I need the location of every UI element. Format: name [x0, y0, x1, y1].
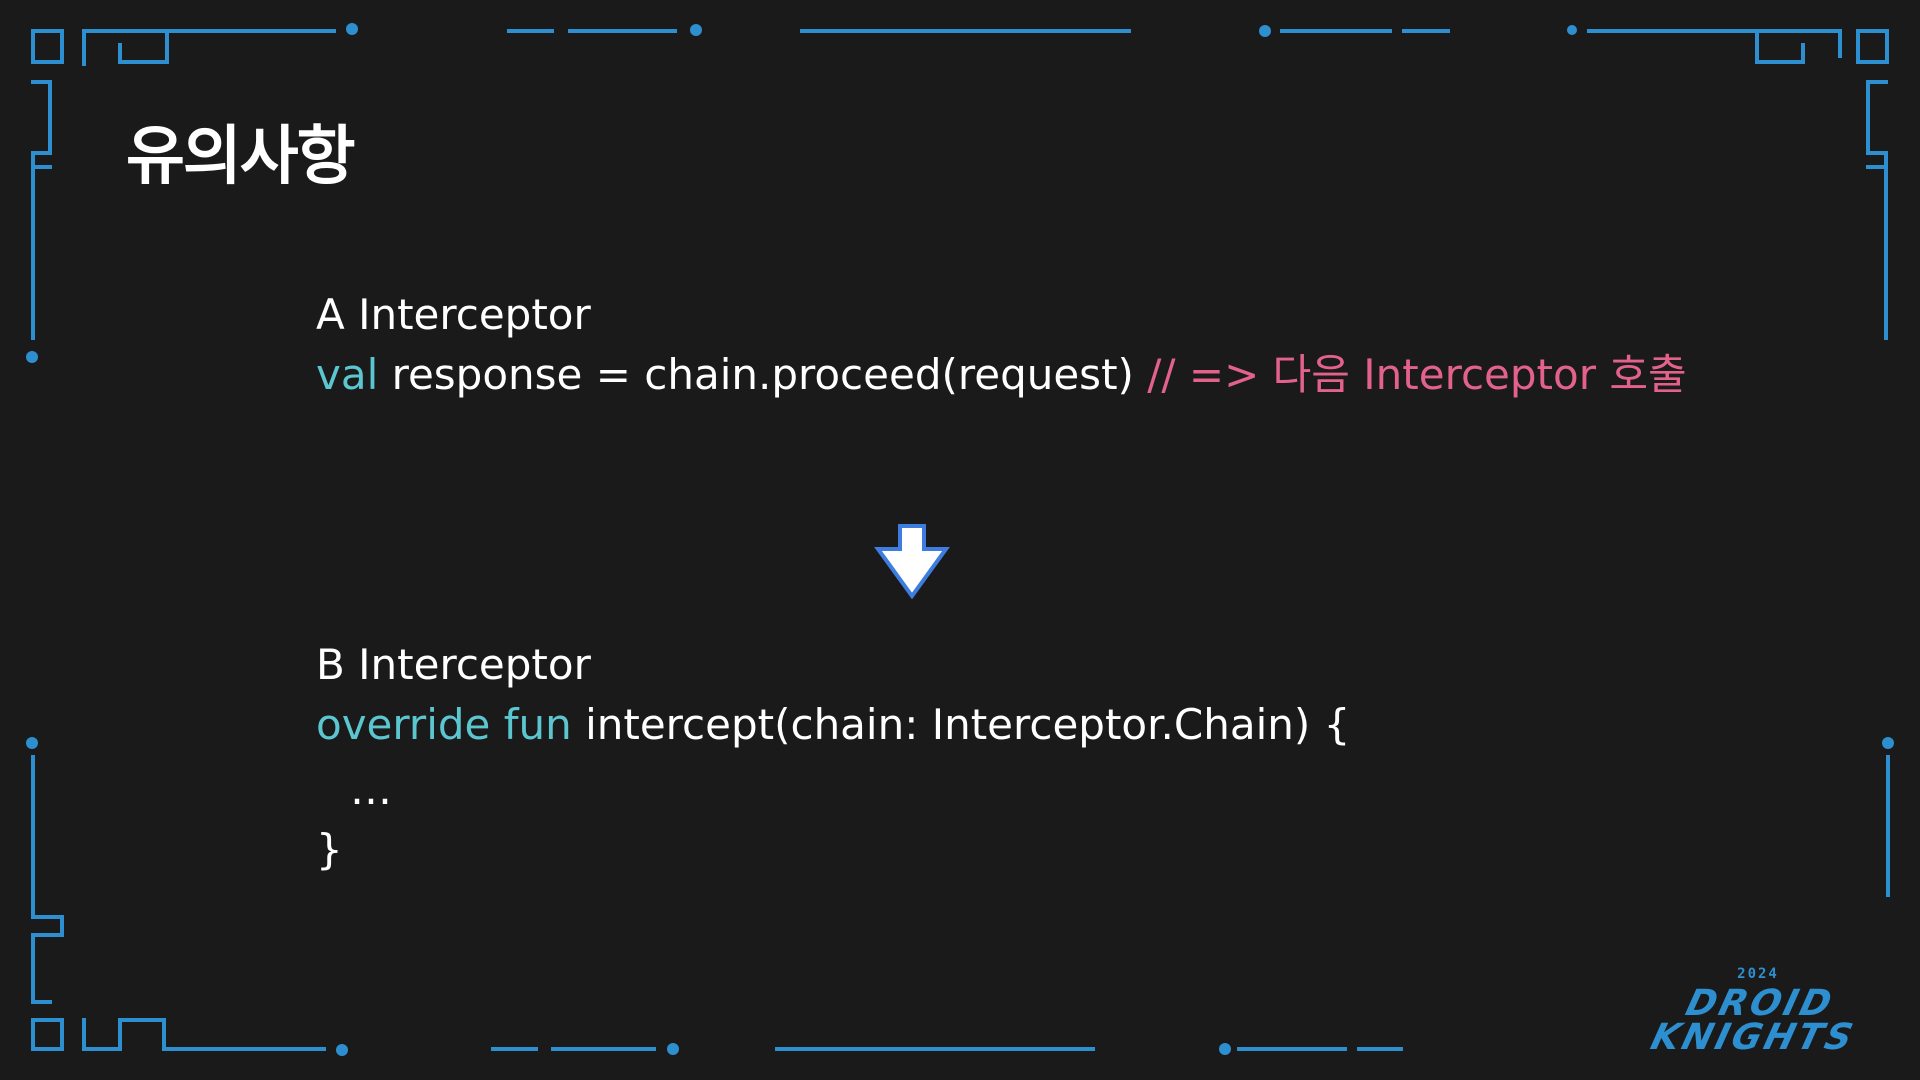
frame-left-notch-top [31, 80, 52, 169]
keyword-val: val [316, 350, 379, 399]
frame-bottom-line-left [82, 1018, 326, 1051]
block-b-signature: override fun intercept(chain: Intercepto… [316, 700, 1350, 750]
frame-top-line-right [1587, 29, 1842, 58]
block-a-label: A Interceptor [316, 290, 591, 339]
frame-right-notch-top [1866, 80, 1888, 169]
keyword-override-fun: override fun [316, 700, 572, 749]
frame-top-line-left [82, 29, 336, 66]
logo-word-knights: KNIGHTS [1646, 1017, 1860, 1058]
frame-left-notch-bottom [31, 915, 64, 1004]
block-b-body-ellipsis: … [350, 765, 396, 814]
slide-title: 유의사항 [126, 120, 356, 194]
logo-year: 2024 [1737, 966, 1779, 982]
block-a-code-line: val response = chain.proceed(request) //… [316, 350, 1687, 400]
droid-knights-logo: 2024 DROID KNIGHTS [1612, 966, 1894, 1062]
frame-notch-tr [1755, 29, 1805, 64]
frame-notch-tl [118, 29, 169, 64]
frame-corner-square-bl [31, 1018, 64, 1051]
code-text: intercept(chain: Interceptor.Chain) { [571, 700, 1351, 749]
frame-corner-square-tl [31, 29, 64, 64]
block-b-closing-brace: } [316, 825, 343, 874]
code-text: response = chain.proceed(request) [378, 350, 1148, 399]
arrow-down-icon [874, 524, 950, 599]
code-comment: // => 다음 Interceptor 호출 [1147, 350, 1687, 399]
block-b-label: B Interceptor [316, 640, 591, 689]
frame-corner-square-tr [1856, 29, 1889, 64]
